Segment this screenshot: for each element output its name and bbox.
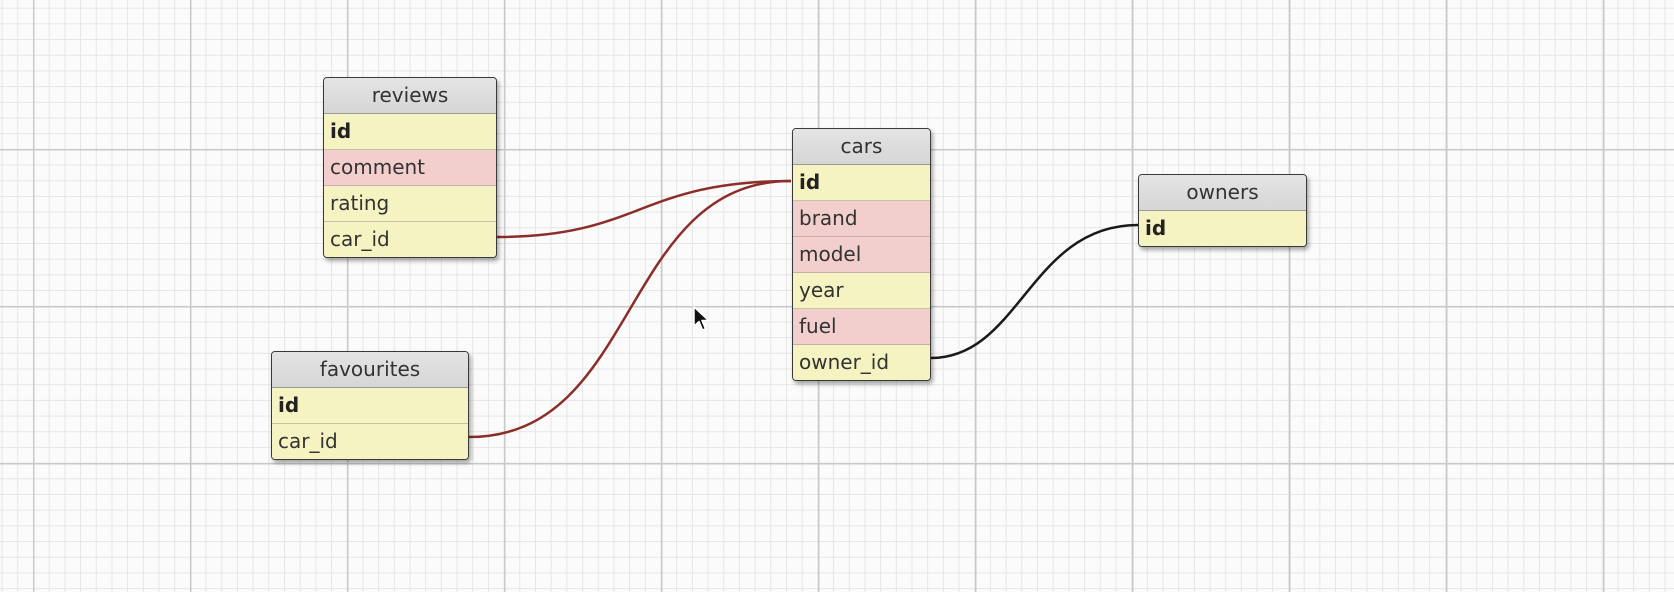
field-cars-brand[interactable]: brand — [793, 201, 930, 237]
table-favourites[interactable]: favourites id car_id — [271, 351, 469, 460]
table-reviews[interactable]: reviews id comment rating car_id — [323, 77, 497, 258]
field-reviews-comment[interactable]: comment — [324, 150, 496, 186]
relation-reviews-car-id-to-cars-id[interactable] — [496, 179, 792, 239]
field-cars-id[interactable]: id — [793, 165, 930, 201]
relation-cars-owner-id-to-owners-id[interactable] — [930, 223, 1139, 360]
table-owners[interactable]: owners id — [1138, 174, 1307, 247]
table-title: owners — [1139, 175, 1306, 211]
table-title: cars — [793, 129, 930, 165]
field-cars-year[interactable]: year — [793, 273, 930, 309]
relation-favourites-car-id-to-cars-id[interactable] — [468, 179, 792, 439]
field-reviews-rating[interactable]: rating — [324, 186, 496, 222]
field-owners-id[interactable]: id — [1139, 211, 1306, 246]
table-cars[interactable]: cars id brand model year fuel owner_id — [792, 128, 931, 381]
table-title: reviews — [324, 78, 496, 114]
mouse-cursor-icon — [693, 306, 710, 331]
field-cars-model[interactable]: model — [793, 237, 930, 273]
field-cars-owner-id[interactable]: owner_id — [793, 345, 930, 380]
table-title: favourites — [272, 352, 468, 388]
field-favourites-id[interactable]: id — [272, 388, 468, 424]
field-reviews-car-id[interactable]: car_id — [324, 222, 496, 257]
field-favourites-car-id[interactable]: car_id — [272, 424, 468, 459]
field-cars-fuel[interactable]: fuel — [793, 309, 930, 345]
field-reviews-id[interactable]: id — [324, 114, 496, 150]
